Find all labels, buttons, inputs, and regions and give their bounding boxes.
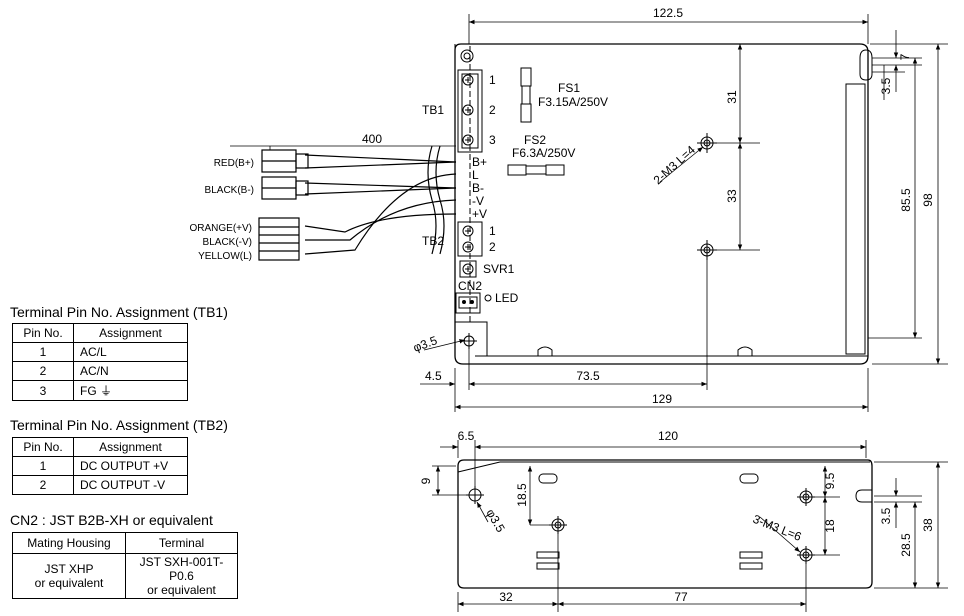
- tb2-pin: 1: [12, 456, 74, 476]
- dim-hole-top: φ3.5: [411, 333, 439, 355]
- dim-18-5: 18.5: [515, 483, 529, 507]
- screw-note-top: 2-M3 L=4: [651, 142, 699, 187]
- tb2-table-title: Terminal Pin No. Assignment (TB2): [10, 417, 228, 433]
- signal-l: L: [472, 168, 479, 182]
- cn2-housing-line1: JST XHP: [44, 562, 94, 576]
- tb2-pin-2: 2: [489, 240, 496, 254]
- tb1-pin: 1: [12, 342, 74, 362]
- dim-120: 120: [658, 429, 678, 443]
- tb1-terminal-block: [457, 69, 483, 153]
- label-fs2: FS2: [524, 133, 546, 147]
- table-row: 1 DC OUTPUT +V: [12, 456, 188, 476]
- label-svr1: SVR1: [483, 262, 515, 276]
- table-row: JST XHP or equivalent JST SXH-001T-P0.6 …: [12, 553, 238, 599]
- signal-plus-v: +V: [472, 207, 487, 221]
- tb2-pin: 2: [12, 475, 74, 495]
- wire-harness: [258, 145, 457, 261]
- dim-31: 31: [725, 90, 739, 104]
- dim-85-5: 85.5: [899, 188, 913, 212]
- tb1-header-pin: Pin No.: [12, 323, 74, 343]
- label-fs2-rating: F6.3A/250V: [512, 146, 575, 160]
- dim-7: 7: [898, 53, 912, 60]
- label-led: LED: [495, 291, 519, 305]
- tb1-header-assign: Assignment: [73, 323, 188, 343]
- dim-3-5-top: 3.5: [879, 77, 893, 94]
- label-fs1: FS1: [558, 81, 580, 95]
- tb1-pin-3: 3: [489, 133, 496, 147]
- cn2-housing-cell: JST XHP or equivalent: [12, 553, 126, 599]
- tb2-terminal-block: [457, 221, 483, 257]
- tb2-pin-1: 1: [489, 224, 496, 238]
- wire-orange: ORANGE(+V): [189, 223, 252, 234]
- dim-77: 77: [674, 590, 688, 604]
- table-row: 3 FG ⏚: [12, 380, 188, 401]
- dim-98: 98: [921, 193, 935, 207]
- tb1-table-title: Terminal Pin No. Assignment (TB1): [10, 304, 228, 320]
- tb1-pin-2: 2: [489, 103, 496, 117]
- dim-122-5: 122.5: [653, 6, 683, 20]
- tb2-header-assign: Assignment: [73, 437, 188, 457]
- dim-32: 32: [499, 590, 513, 604]
- wire-black-v: BLACK(-V): [203, 237, 252, 248]
- dim-28-5: 28.5: [899, 533, 913, 557]
- tb1-table: Pin No. Assignment 1 AC/L 2 AC/N 3 FG ⏚: [12, 323, 188, 401]
- side-dimensions: [432, 440, 948, 612]
- cn2-terminal-line2: or equivalent: [147, 583, 216, 597]
- tb2-assign: DC OUTPUT +V: [73, 456, 188, 476]
- dim-38: 38: [921, 518, 935, 532]
- label-fs1-rating: F3.15A/250V: [538, 95, 608, 109]
- label-tb2: TB2: [422, 234, 444, 248]
- cn2-terminal-line1: JST SXH-001T-P0.6: [139, 555, 224, 583]
- signal-b-plus: B+: [472, 155, 487, 169]
- top-dimensions: [230, 14, 948, 412]
- dim-9: 9: [419, 477, 433, 484]
- dim-33: 33: [725, 189, 739, 203]
- tb1-assign: FG ⏚: [73, 380, 188, 401]
- signal-b-minus: B-: [472, 181, 484, 195]
- cn2-table-title: CN2 : JST B2B-XH or equivalent: [10, 512, 213, 528]
- dim-400: 400: [362, 132, 382, 146]
- tb1-pin-1: 1: [489, 73, 496, 87]
- tb1-assign: AC/L: [73, 342, 188, 362]
- label-tb1: TB1: [422, 103, 444, 117]
- wire-black-b: BLACK(B-): [205, 185, 254, 196]
- dim-3-5-side: 3.5: [879, 507, 893, 524]
- table-row: 2 AC/N: [12, 361, 188, 381]
- side-view-outline: [457, 459, 873, 589]
- tb2-table: Pin No. Assignment 1 DC OUTPUT +V 2 DC O…: [12, 437, 188, 495]
- dim-9-5: 9.5: [823, 472, 837, 489]
- tb1-assign: AC/N: [73, 361, 188, 381]
- screw-note-side: 3-M3 L=6: [751, 512, 804, 544]
- cn2-table: Mating Housing Terminal JST XHP or equiv…: [12, 532, 238, 599]
- tb2-assign: DC OUTPUT -V: [73, 475, 188, 495]
- wire-red: RED(B+): [214, 158, 254, 169]
- table-row: 1 AC/L: [12, 342, 188, 362]
- dim-73-5: 73.5: [576, 369, 600, 383]
- cn2-housing-line2: or equivalent: [34, 576, 104, 590]
- cn2-header-housing: Mating Housing: [12, 532, 126, 554]
- top-view-outline: [454, 43, 873, 365]
- tb1-pin: 2: [12, 361, 74, 381]
- dim-4-5: 4.5: [425, 369, 442, 383]
- dim-129: 129: [652, 392, 672, 406]
- tb2-header-pin: Pin No.: [12, 437, 74, 457]
- label-cn2: CN2: [458, 279, 482, 293]
- dim-18: 18: [823, 519, 837, 533]
- cn2-header-terminal: Terminal: [125, 532, 238, 554]
- tb1-pin: 3: [12, 380, 74, 401]
- cn2-terminal-cell: JST SXH-001T-P0.6 or equivalent: [125, 553, 238, 599]
- wire-yellow: YELLOW(L): [198, 251, 252, 262]
- dim-6-5: 6.5: [458, 429, 475, 443]
- table-row: 2 DC OUTPUT -V: [12, 475, 188, 495]
- signal-minus-v: -V: [472, 194, 484, 208]
